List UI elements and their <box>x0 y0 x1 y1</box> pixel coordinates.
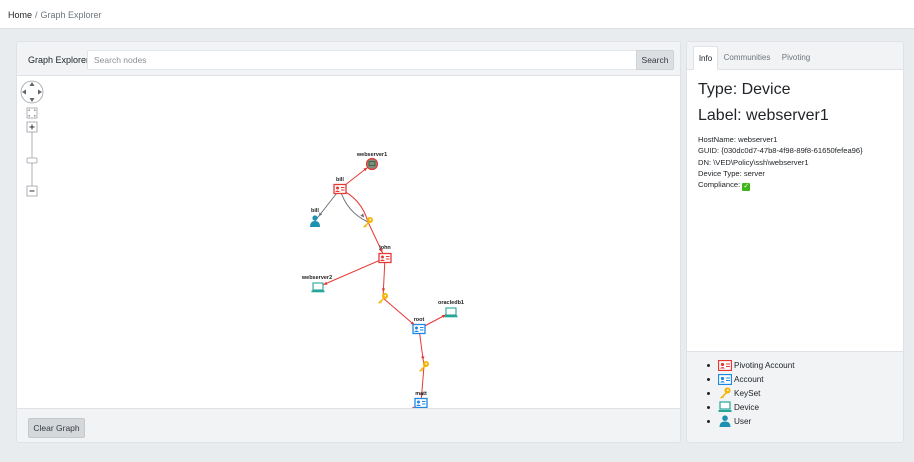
breadcrumb: Home/Graph Explorer <box>0 0 914 29</box>
label-heading: Label: webserver1 <box>698 107 829 124</box>
bullet-icon <box>707 377 710 381</box>
details-tabs: Info Communities Pivoting <box>687 42 903 70</box>
nodes-layer: webserver1 bill bill john webserver2 oracledb… <box>301 152 464 408</box>
zoom-slider-handle[interactable] <box>26 157 38 164</box>
bullet-icon <box>707 419 710 423</box>
graph-panel-footer: Clear Graph <box>17 408 680 442</box>
tab-pivoting[interactable]: Pivoting <box>781 53 811 62</box>
graph-svg[interactable]: webserver1 bill bill john webserver2 oracledb… <box>17 76 681 408</box>
legend-label: KeySet <box>734 388 761 398</box>
graph-panel-title: Graph Explorer <box>28 55 90 65</box>
graph-node-pivoting-account[interactable] <box>333 183 347 195</box>
graph-node-keyset[interactable] <box>363 217 373 228</box>
graph-edge[interactable] <box>367 221 386 259</box>
legend: Pivoting Account Account KeySet Device U <box>687 351 903 442</box>
legend-label: Device <box>734 402 760 412</box>
graph-node-user[interactable] <box>310 215 320 227</box>
bullet-icon <box>707 391 710 395</box>
edge-arrowhead <box>379 248 383 253</box>
legend-item: Account <box>707 372 903 386</box>
node-label: bill <box>336 177 344 183</box>
edge-arrowhead <box>420 356 425 361</box>
graph-panel-header: Graph Explorer Search <box>17 42 680 76</box>
edge-arrowhead <box>318 212 323 217</box>
legend-item: Pivoting Account <box>707 358 903 372</box>
fit-icon <box>28 109 36 117</box>
graph-panel: Graph Explorer Search <box>16 41 681 443</box>
tab-info[interactable]: Info <box>693 46 718 70</box>
key-icon <box>720 387 731 399</box>
breadcrumb-separator: / <box>35 10 38 20</box>
pan-up-icon[interactable] <box>29 82 35 86</box>
graph-edge[interactable] <box>317 257 386 288</box>
legend-item: User <box>707 414 903 428</box>
zoom-out-button[interactable] <box>26 185 38 197</box>
node-label: bill <box>311 208 319 214</box>
breadcrumb-home[interactable]: Home <box>8 10 33 20</box>
edge-arrowhead <box>323 281 328 285</box>
details-panel: Info Communities Pivoting Type: Device L… <box>686 41 904 443</box>
legend-label: User <box>734 416 752 426</box>
tab-communities[interactable]: Communities <box>723 53 771 62</box>
property-compliance-label: Compliance: <box>698 180 741 190</box>
pan-down-icon[interactable] <box>29 98 35 102</box>
edge-arrowhead <box>363 167 368 172</box>
legend-label: Pivoting Account <box>734 360 795 370</box>
property-list: HostName: webserver1 GUID: {030dc0d7-47b… <box>698 134 898 192</box>
edge-arrowhead <box>360 213 365 218</box>
graph-node-pivoting-account[interactable] <box>378 252 392 264</box>
graph-edge[interactable] <box>420 365 425 404</box>
legend-item: KeySet <box>707 386 903 400</box>
search-button[interactable]: Search <box>636 50 674 70</box>
edge-arrowhead <box>381 288 386 293</box>
pivoting-account-icon <box>718 359 732 371</box>
graph-node-account[interactable] <box>412 323 426 335</box>
breadcrumb-current: Graph Explorer <box>40 10 102 20</box>
property-dn: DN: \VED\Policy\ssh\webserver1 <box>698 157 809 167</box>
legend-item: Device <box>707 400 903 414</box>
graph-node-device[interactable] <box>311 282 325 293</box>
node-label: webserver1 <box>356 152 387 158</box>
graph-node-keyset[interactable] <box>419 361 429 372</box>
user-icon <box>719 415 731 427</box>
fit-view-button[interactable] <box>26 107 38 119</box>
node-label: matt <box>415 391 427 397</box>
graph-canvas[interactable]: webserver1 bill bill john webserver2 oracledb… <box>17 76 680 408</box>
check-icon: ✓ <box>742 183 751 192</box>
property-device-type: Device Type: server <box>698 168 765 178</box>
graph-node-device[interactable] <box>365 157 379 171</box>
graph-node-keyset[interactable] <box>378 293 388 304</box>
pan-control[interactable] <box>20 80 44 104</box>
search-input[interactable] <box>87 50 636 70</box>
graph-node-device[interactable] <box>444 307 458 318</box>
edges-layer <box>314 163 452 408</box>
account-icon <box>718 373 732 385</box>
node-label: oracledb1 <box>438 300 464 306</box>
edge-arrowhead <box>420 393 424 398</box>
property-hostname: HostName: webserver1 <box>698 135 778 144</box>
legend-label: Account <box>734 374 764 384</box>
property-compliance: Compliance: ✓ <box>698 179 898 192</box>
info-content: Type: Device Label: webserver1 HostName:… <box>698 80 898 192</box>
node-label: webserver2 <box>301 275 332 281</box>
node-label: john <box>378 245 391 251</box>
graph-node-account[interactable] <box>414 397 428 408</box>
plus-icon <box>29 124 35 130</box>
clear-graph-button[interactable]: Clear Graph <box>28 418 85 438</box>
type-heading: Type: Device <box>698 81 791 98</box>
pan-right-icon[interactable] <box>38 89 42 95</box>
bullet-icon <box>707 363 710 367</box>
device-icon <box>718 401 732 412</box>
property-guid: GUID: {030dc0d7-47b8-4f98-89f8-61650fefe… <box>698 146 863 156</box>
node-label: root <box>414 317 425 323</box>
graph-edge[interactable] <box>418 328 425 367</box>
pan-left-icon[interactable] <box>22 89 26 95</box>
bullet-icon <box>707 405 710 409</box>
zoom-in-button[interactable] <box>26 121 38 133</box>
